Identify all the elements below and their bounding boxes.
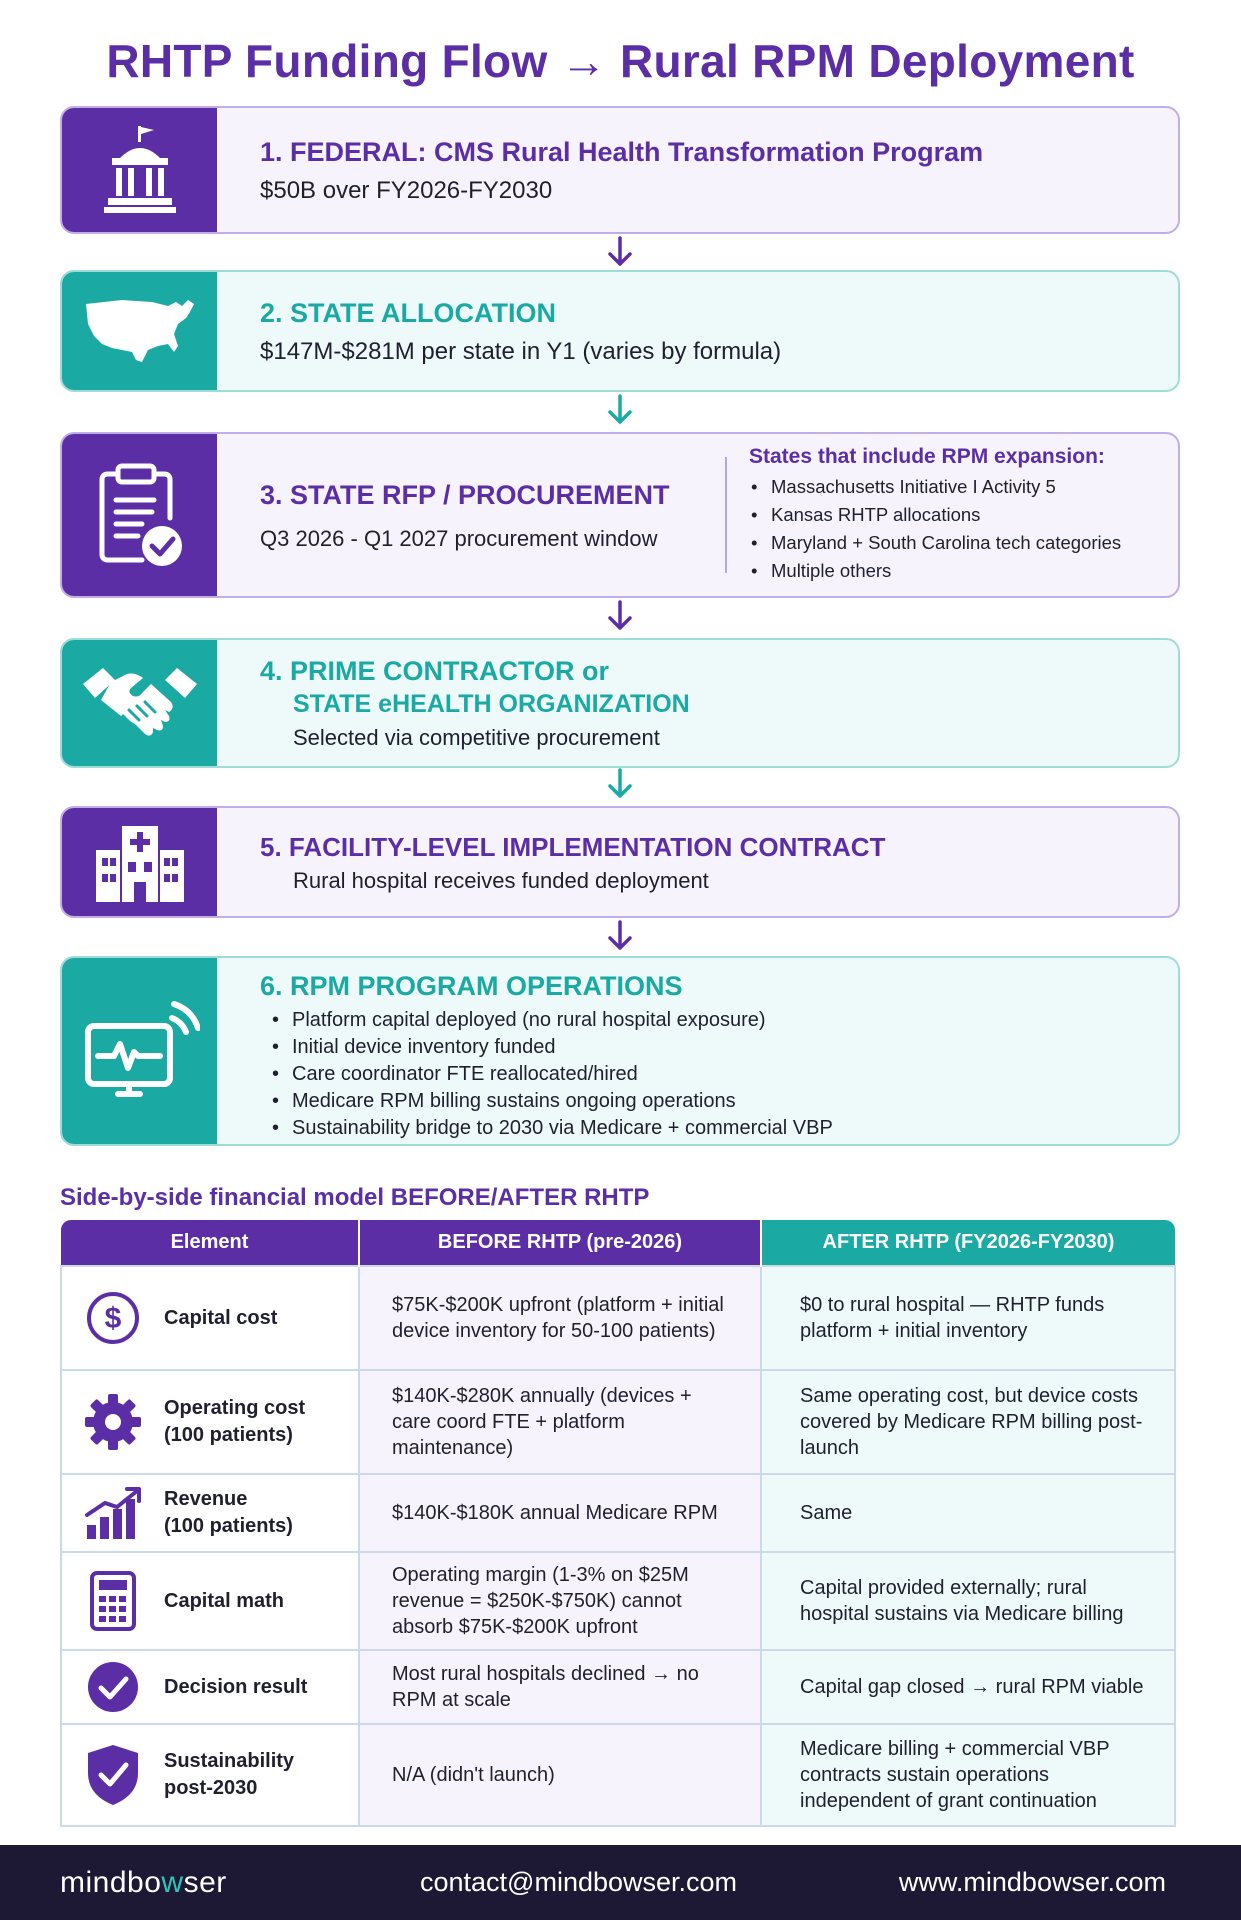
arrow-down-icon [608,920,632,950]
element-label: Operating cost [164,1397,306,1419]
step-rpm-operations: 6. RPM PROGRAM OPERATIONS Platform capit… [60,956,1180,1146]
column-header: AFTER RHTP (FY2026-FY2030) [760,1220,1175,1266]
rpm-states-list: Massachusetts Initiative I Activity 5 Ka… [749,473,1178,585]
table-header-row: Element BEFORE RHTP (pre-2026) AFTER RHT… [61,1220,1175,1266]
operations-list: Platform capital deployed (no rural hosp… [260,1007,1178,1142]
list-item: Multiple others [749,557,1178,585]
financial-model-table: Element BEFORE RHTP (pre-2026) AFTER RHT… [60,1220,1176,1827]
brand-logo[interactable]: mindbowser [60,1866,227,1900]
step-heading: 3. STATE RFP / PROCUREMENT [260,479,670,510]
list-item: Maryland + South Carolina tech categorie… [749,529,1178,557]
monitor-heartbeat-icon [62,958,217,1144]
logo-text: mindbo [60,1865,162,1899]
before-cell: $75K-$200K upfront (platform + initial d… [358,1265,762,1371]
after-cell: Capital provided externally; rural hospi… [760,1551,1176,1651]
dollar-circle-icon: $ [62,1290,164,1346]
list-item: Medicare RPM billing sustains ongoing op… [270,1088,1178,1115]
arrow-down-icon [608,600,632,630]
capitol-building-icon [62,108,217,232]
growth-chart-icon [62,1485,164,1541]
before-cell: Operating margin (1-3% on $25M revenue =… [358,1551,762,1651]
element-label: Revenue [164,1488,248,1510]
step-description: Q3 2026 - Q1 2027 procurement window [260,525,658,551]
logo-text-accent: w [161,1865,184,1899]
step-heading: 5. FACILITY-LEVEL IMPLEMENTATION CONTRAC… [260,831,886,862]
element-label: Decision result [164,1675,308,1698]
element-sublabel: (100 patients) [164,1424,293,1446]
step-heading: STATE eHEALTH ORGANIZATION [293,690,690,718]
column-header: Element [61,1220,359,1266]
after-cell: Same operating cost, but device costs co… [760,1369,1176,1475]
before-cell: $140K-$180K annual Medicare RPM [358,1473,762,1553]
list-item: Initial device inventory funded [270,1034,1178,1061]
step-state-allocation: 2. STATE ALLOCATION $147M-$281M per stat… [60,270,1180,392]
after-cell: Same [760,1473,1176,1553]
website-link[interactable]: www.mindbowser.com [898,1867,1166,1897]
table-row: Decision result Most rural hospitals dec… [60,1649,1176,1725]
list-item: Kansas RHTP allocations [749,501,1178,529]
logo-text: ser [183,1865,227,1899]
step-heading: 2. STATE ALLOCATION [260,297,556,328]
gear-icon [62,1392,164,1452]
calculator-icon [62,1570,164,1632]
page-title: RHTP Funding Flow → Rural RPM Deployment [106,35,1135,87]
before-cell: Most rural hospitals declined → no RPM a… [358,1649,762,1725]
check-circle-icon [62,1660,164,1714]
before-cell: $140K-$280K annually (devices + care coo… [358,1369,762,1475]
section-title: Side-by-side financial model BEFORE/AFTE… [60,1184,650,1211]
footer: mindbowser contact@mindbowser.com www.mi… [0,1845,1241,1920]
table-row: Operating cost (100 patients) $140K-$280… [60,1369,1176,1475]
list-item: Massachusetts Initiative I Activity 5 [749,473,1178,501]
before-cell: N/A (didn't launch) [358,1723,762,1827]
shield-check-icon [62,1743,164,1807]
after-cell: $0 to rural hospital — RHTP funds platfo… [760,1265,1176,1371]
arrow-down-icon [608,394,632,424]
after-cell: Medicare billing + commercial VBP contra… [760,1723,1176,1827]
element-label: Sustainability [164,1750,295,1772]
list-item: Sustainability bridge to 2030 via Medica… [270,1115,1178,1142]
svg-text:$: $ [105,1302,122,1335]
column-header: BEFORE RHTP (pre-2026) [358,1220,761,1266]
contact-email-link[interactable]: contact@mindbowser.com [420,1867,738,1897]
element-label: Capital math [164,1589,285,1612]
divider [725,457,727,573]
step-description: $147M-$281M per state in Y1 (varies by f… [260,337,782,365]
list-item: Platform capital deployed (no rural hosp… [270,1007,1178,1034]
list-item: Care coordinator FTE reallocated/hired [270,1061,1178,1088]
element-sublabel: post-2030 [164,1777,258,1799]
handshake-icon [62,640,217,766]
hospital-icon [62,808,217,916]
step-facility-contract: 5. FACILITY-LEVEL IMPLEMENTATION CONTRAC… [60,806,1180,918]
rpm-states-heading: States that include RPM expansion: [749,445,1105,468]
step-heading: 4. PRIME CONTRACTOR or [260,656,610,686]
element-label: Capital cost [164,1306,278,1329]
table-row: Revenue (100 patients) $140K-$180K annua… [60,1473,1176,1553]
clipboard-check-icon [62,434,217,596]
element-sublabel: (100 patients) [164,1515,293,1537]
after-cell: Capital gap closed → rural RPM viable [760,1649,1176,1725]
step-federal: 1. FEDERAL: CMS Rural Health Transformat… [60,106,1180,234]
table-row: $ Capital cost $75K-$200K upfront (platf… [60,1265,1176,1371]
us-map-icon [62,272,217,390]
arrow-down-icon [608,768,632,798]
step-state-rfp: 3. STATE RFP / PROCUREMENT Q3 2026 - Q1 … [60,432,1180,598]
step-description: $50B over FY2026-FY2030 [260,176,553,204]
step-prime-contractor: 4. PRIME CONTRACTOR or STATE eHEALTH ORG… [60,638,1180,768]
arrow-down-icon [608,236,632,266]
step-heading: 1. FEDERAL: CMS Rural Health Transformat… [260,136,984,167]
table-row: Capital math Operating margin (1-3% on $… [60,1551,1176,1651]
step-description: Selected via competitive procurement [293,725,660,750]
table-row: Sustainability post-2030 N/A (didn't lau… [60,1723,1176,1827]
step-heading: 6. RPM PROGRAM OPERATIONS [260,971,683,1001]
step-description: Rural hospital receives funded deploymen… [293,867,709,893]
